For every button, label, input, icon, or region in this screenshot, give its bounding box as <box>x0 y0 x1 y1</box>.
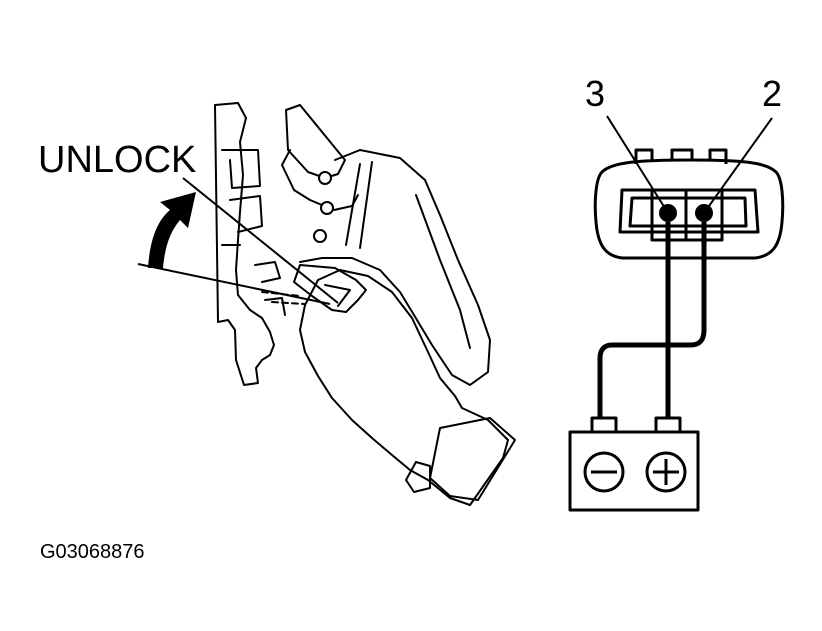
test-wires <box>597 222 707 420</box>
battery-negative-icon <box>583 451 625 493</box>
lock-assembly <box>214 102 516 506</box>
figure-code: G03068876 <box>40 541 145 563</box>
arrow-icon <box>148 192 196 268</box>
battery-positive-icon <box>645 451 687 493</box>
unlock-leaders <box>137 177 339 305</box>
connector-icon <box>593 148 785 260</box>
terminal-3-label: 3 <box>585 73 605 114</box>
unlock-label: UNLOCK <box>38 139 196 181</box>
terminal-leaders <box>606 115 773 214</box>
mounting-holes <box>313 171 334 243</box>
terminal-2-label: 2 <box>762 73 782 114</box>
